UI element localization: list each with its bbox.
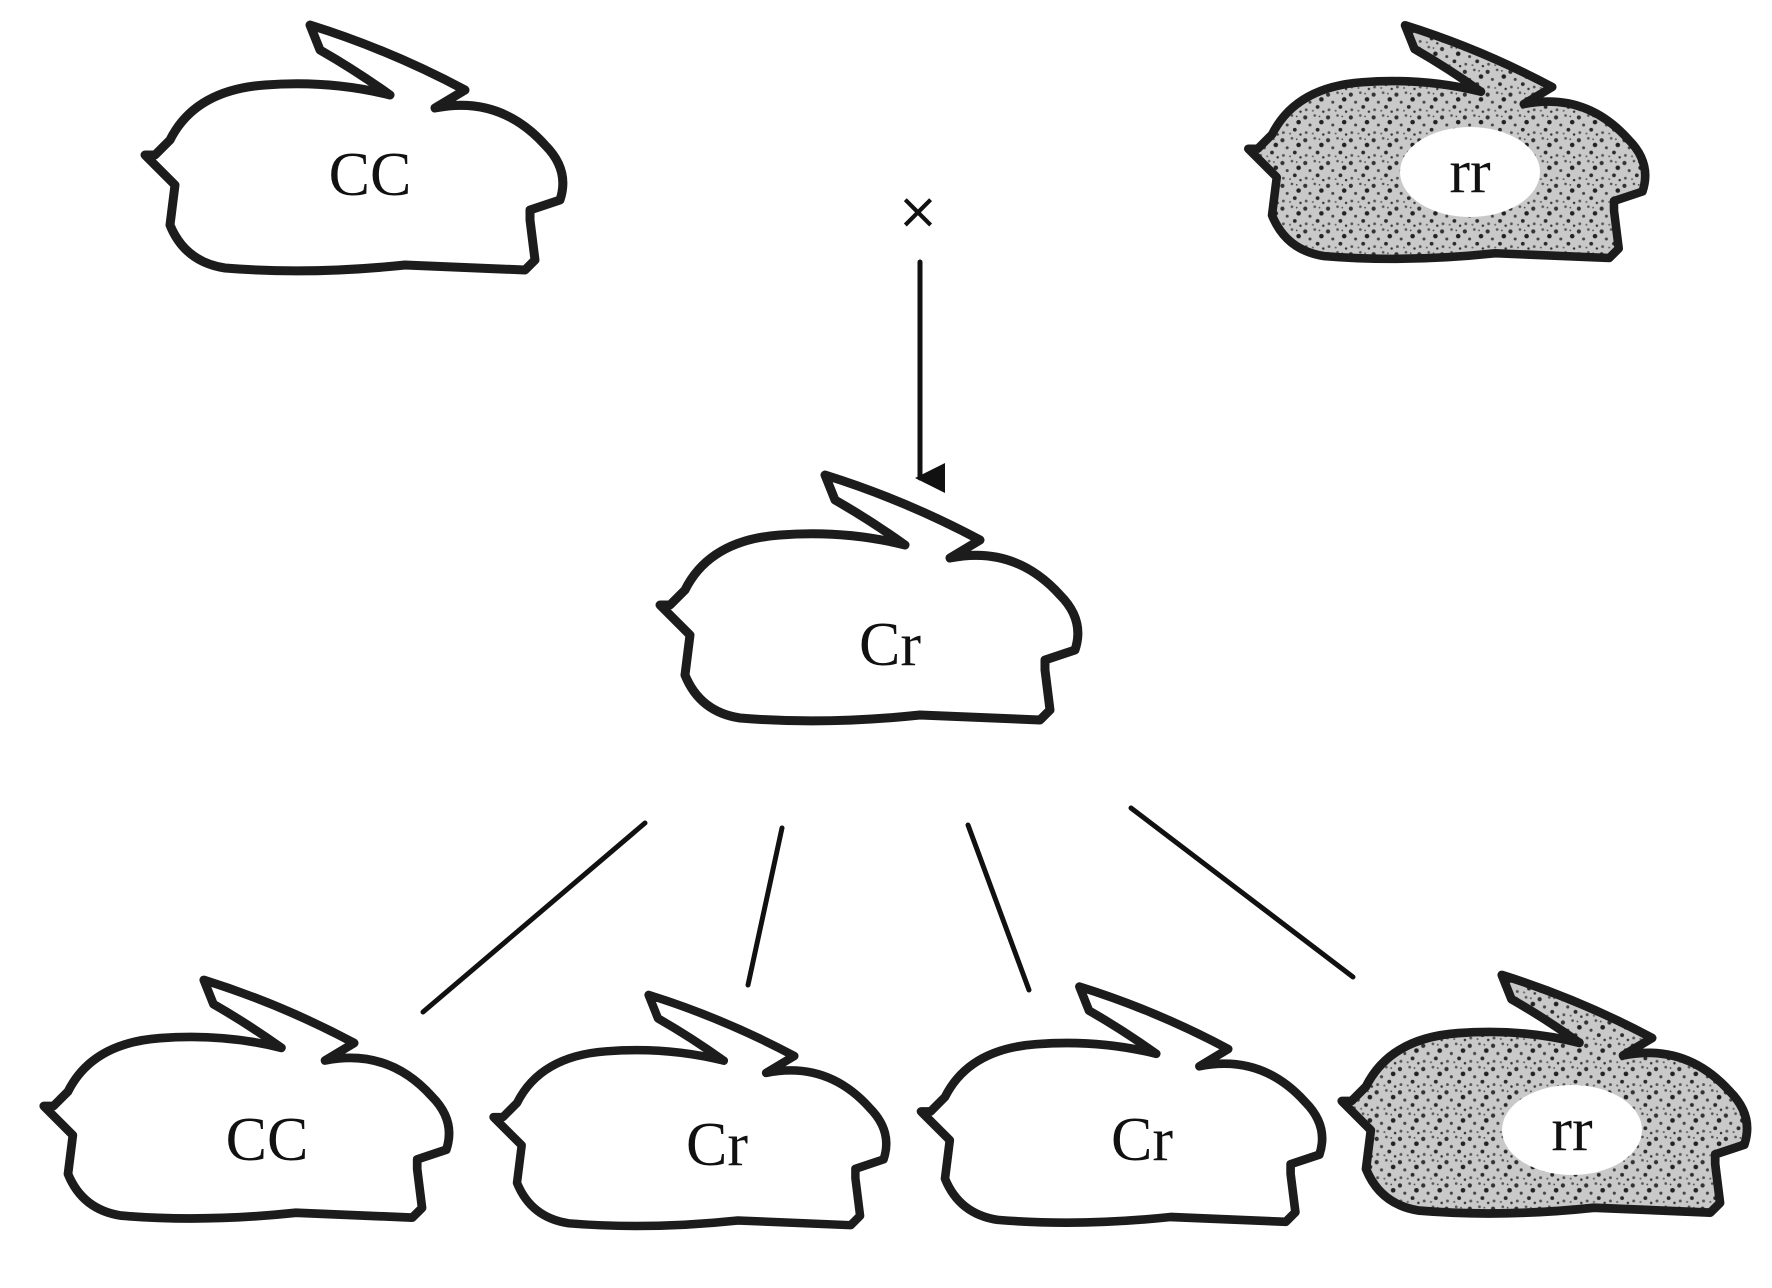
f2-rabbit-1: CC xyxy=(44,980,449,1219)
genotype-label: Cr xyxy=(1111,1106,1173,1174)
genotype-label: Cr xyxy=(859,611,921,679)
cross-symbol: × xyxy=(897,182,939,240)
branch-line-4 xyxy=(1128,805,1356,980)
f2-rabbit-4: rr xyxy=(1342,975,1747,1214)
genotype-label: CC xyxy=(226,1106,309,1174)
rabbit-body-white xyxy=(660,475,1078,721)
genotype-label: rr xyxy=(1449,138,1491,206)
cross-connectors: × xyxy=(420,182,1356,1015)
branch-line-3 xyxy=(965,822,1032,993)
f2-rabbit-3: Cr xyxy=(921,987,1322,1223)
parent-rabbit-1: CC xyxy=(145,25,563,271)
genotype-label: Cr xyxy=(686,1111,748,1179)
genotype-label-background xyxy=(1400,127,1540,217)
f1-rabbit: Cr xyxy=(660,475,1078,721)
rabbit-body-white xyxy=(921,987,1322,1223)
branch-line-2 xyxy=(745,825,785,988)
genotype-label: rr xyxy=(1551,1096,1593,1164)
rabbit-body-white xyxy=(44,980,449,1219)
genotype-label-background xyxy=(1502,1085,1642,1175)
f2-rabbit-2: Cr xyxy=(494,995,887,1226)
branch-line-1 xyxy=(420,820,648,1015)
parent-rabbit-2: rr xyxy=(1248,25,1645,259)
genotype-label: CC xyxy=(329,141,412,209)
